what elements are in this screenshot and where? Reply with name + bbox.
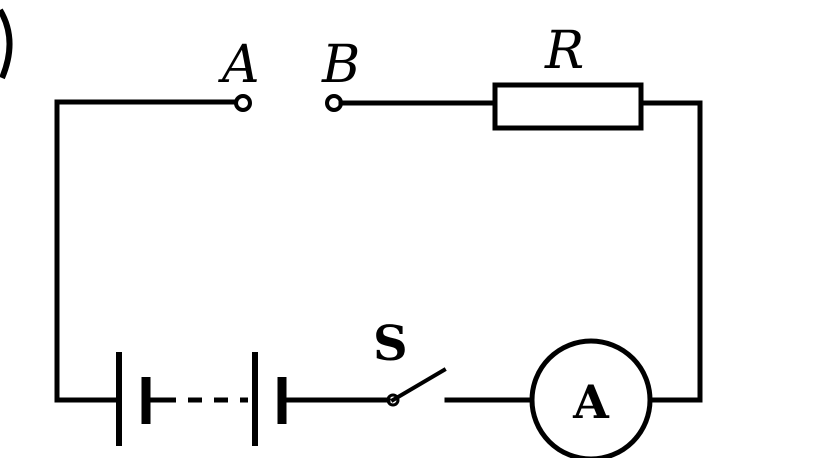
resistor — [492, 82, 644, 131]
terminal-a — [234, 94, 252, 112]
label-switch: S — [373, 316, 408, 372]
switch-lever — [390, 367, 447, 403]
label-terminal-a: A — [218, 35, 260, 95]
label-terminal-b: B — [321, 35, 360, 95]
label-ammeter: A — [572, 375, 610, 429]
figure-marker-arc — [0, 8, 13, 80]
label-resistor: R — [544, 21, 584, 81]
